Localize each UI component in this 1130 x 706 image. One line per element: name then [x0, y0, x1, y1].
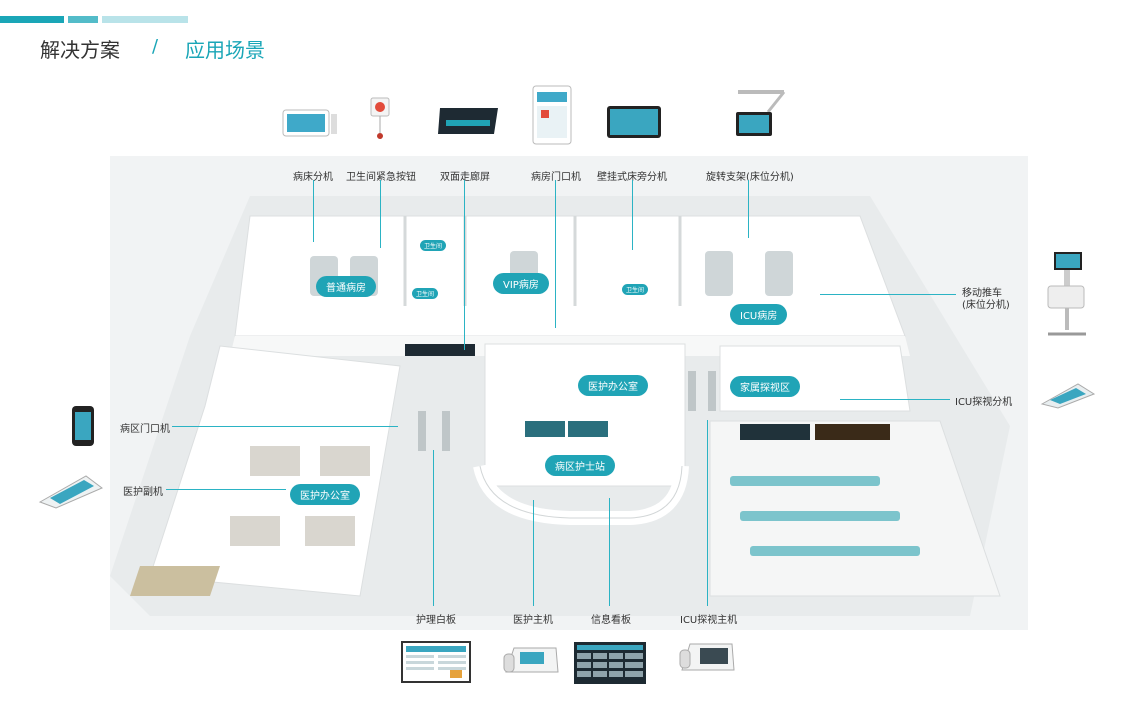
header-accent-bar: [68, 16, 98, 23]
header-accent-bar: [0, 16, 64, 23]
label-medical-master: 医护主机: [513, 615, 553, 626]
leader-line: [464, 180, 465, 350]
medical-master-icon: [500, 644, 560, 676]
leader-line: [380, 180, 381, 248]
floor-plan: 普通病房 卫生间 卫生间 VIP病房 卫生间 ICU病房 医护办公室 病区护士站…: [110, 156, 1028, 630]
leader-line: [433, 450, 434, 606]
leader-line: [172, 426, 398, 427]
room-medical-office: 医护办公室: [290, 484, 360, 505]
corridor-screen-icon: [436, 104, 502, 138]
label-toilet-button: 卫生间紧急按钮: [346, 172, 416, 183]
leader-line: [707, 420, 708, 606]
page-subtitle: 应用场景: [185, 38, 265, 62]
label-icu-visit-master: ICU探视主机: [680, 615, 738, 626]
label-mobile-cart: 移动推车(床位分机): [962, 288, 1010, 311]
label-whiteboard: 护理白板: [416, 615, 456, 626]
room-bathroom: 卫生间: [622, 284, 649, 295]
leader-line: [166, 489, 286, 490]
room-bathroom: 卫生间: [420, 240, 447, 251]
leader-line: [632, 180, 633, 250]
leader-line: [820, 294, 956, 295]
leader-line: [609, 498, 610, 606]
room-doctor-office: 医护办公室: [578, 375, 648, 396]
icu-visit-terminal-icon: [1038, 380, 1096, 410]
room-general-ward: 普通病房: [316, 276, 376, 297]
label-rotating-arm: 旋转支架(床位分机): [706, 172, 794, 183]
leader-line: [555, 180, 556, 328]
area-door-terminal-icon: [70, 404, 96, 448]
leader-line: [313, 180, 314, 242]
whiteboard-icon: [400, 640, 472, 684]
mobile-cart-icon: [1040, 250, 1090, 342]
wall-bedside-terminal-icon: [605, 104, 663, 140]
label-corridor-screen: 双面走廊屏: [440, 172, 490, 183]
rotating-arm-terminal-icon: [728, 84, 794, 144]
label-medical-sub: 医护副机: [123, 487, 163, 498]
label-area-door: 病区门口机: [120, 424, 170, 435]
title-separator: /: [152, 36, 159, 57]
floor-plan-walls: [110, 196, 1010, 616]
emergency-button-icon: [369, 96, 391, 140]
bed-terminal-device-icon: [281, 108, 339, 138]
label-ward-door: 病房门口机: [531, 172, 581, 183]
leader-line: [748, 180, 749, 238]
room-bathroom: 卫生间: [412, 288, 439, 299]
label-info-board: 信息看板: [591, 615, 631, 626]
leader-line: [840, 399, 950, 400]
header-accent-bar: [102, 16, 188, 23]
room-family-visit: 家属探视区: [730, 376, 800, 397]
leader-line: [533, 500, 534, 606]
room-vip-ward: VIP病房: [493, 273, 549, 294]
label-icu-visit-terminal: ICU探视分机: [955, 397, 1013, 408]
info-board-icon: [572, 640, 648, 686]
page-title: 解决方案: [40, 38, 120, 62]
medical-sub-terminal-icon: [36, 472, 106, 512]
icu-visit-master-icon: [676, 640, 736, 674]
ward-door-terminal-icon: [531, 84, 573, 146]
room-nurse-station: 病区护士站: [545, 455, 615, 476]
room-icu-ward: ICU病房: [730, 304, 788, 325]
label-wall-bedside: 壁挂式床旁分机: [597, 172, 667, 183]
label-bed-terminal: 病床分机: [293, 172, 333, 183]
